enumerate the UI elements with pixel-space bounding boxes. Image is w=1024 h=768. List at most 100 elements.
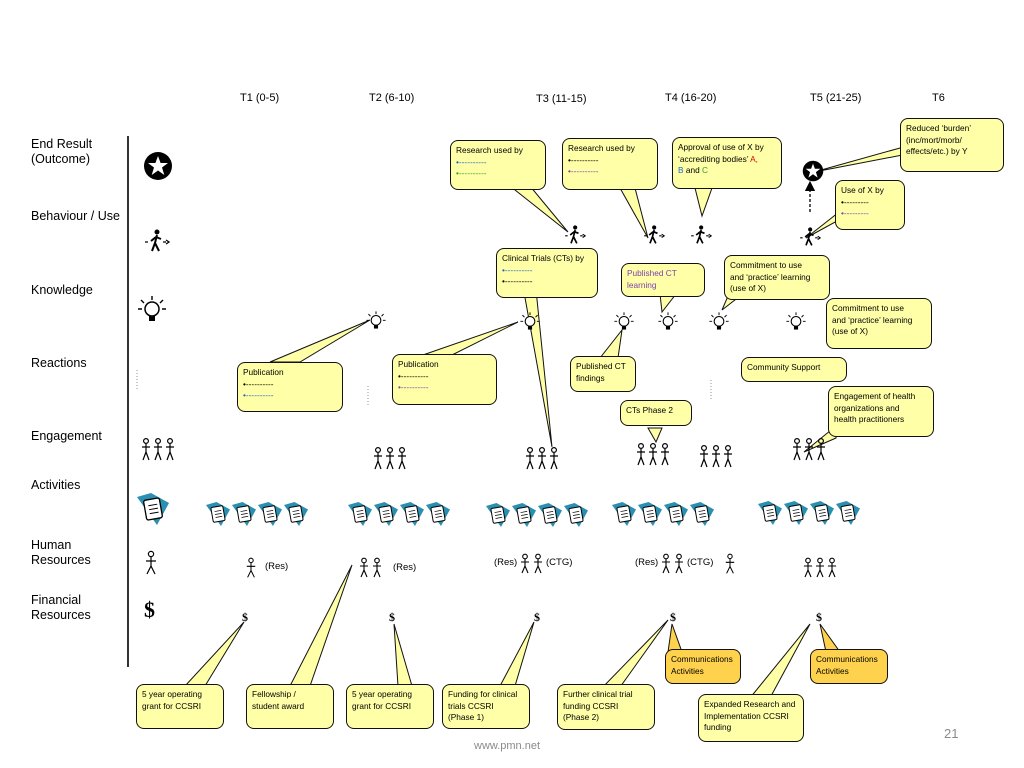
human-label-t4-res: (Res) (635, 557, 659, 568)
callout-published-ct-findings: Published CT findings (570, 356, 636, 392)
callout-bullet: •--------- (841, 208, 869, 218)
callout-cts-phase2: CTs Phase 2 (620, 400, 692, 426)
lightbulb-icon (519, 311, 541, 333)
person-icon (724, 553, 736, 575)
clipboard-icon (638, 502, 662, 526)
footer-url: www.pmn.net (474, 740, 541, 752)
callout-bullet: •---------- (398, 370, 429, 381)
walking-person-icon (144, 229, 172, 253)
callout-bullet: •--------- (841, 196, 869, 207)
human-label-t4-ctg: (CTG) (687, 557, 714, 568)
row-label-activities: Activities (31, 478, 81, 492)
callout-bullet: •---------- (243, 390, 274, 400)
clipboard-icon (758, 501, 782, 525)
star-badge-icon (143, 151, 173, 181)
callout-research-used-1: Research used by •---------- •---------- (450, 140, 546, 190)
people-group-icon (141, 437, 175, 463)
callout-title: Research used by (568, 143, 635, 153)
people-pair-icon (519, 553, 545, 575)
walking-person-icon (690, 225, 714, 245)
callout-reduced-burden: Reduced ‘burden’ (inc/mort/morb/ effects… (900, 118, 1004, 172)
clipboard-icon (258, 502, 282, 526)
callout-engagement-health: Engagement of health organizations and h… (828, 386, 934, 437)
body-b: B (678, 165, 684, 175)
period-t6: T6 (932, 92, 945, 104)
callout-use-of-x: Use of X by •--------- •--------- (835, 180, 905, 230)
callout-title: Publication (398, 359, 439, 369)
page-number: 21 (944, 726, 959, 741)
people-group-icon (525, 446, 559, 472)
human-label-t1-res: (Res) (265, 561, 289, 572)
callout-clinical-trials: Clinical Trials (CTs) by •---------- •--… (496, 248, 598, 298)
body-a: A (750, 153, 756, 164)
callout-line: B and C (678, 165, 776, 177)
person-icon (144, 550, 158, 576)
callout-further-ct: Further clinical trial funding CCSRI (Ph… (557, 684, 655, 730)
period-t5: T5 (21-25) (810, 92, 862, 104)
clipboard-icon (564, 503, 588, 527)
lightbulb-icon (657, 311, 679, 333)
callout-grant-2: 5 year operating grant for CCSRI (346, 684, 434, 729)
row-label-knowledge: Knowledge (31, 283, 93, 297)
people-group-icon (802, 557, 838, 579)
callout-community-support: Community Support (741, 357, 847, 382)
callout-bullet: •---------- (568, 166, 599, 176)
clipboard-icon (612, 502, 636, 526)
human-label-t3-res: (Res) (494, 557, 518, 568)
people-group-icon (699, 444, 733, 470)
walking-person-icon (799, 227, 823, 247)
people-group-icon (373, 446, 407, 472)
people-pair-icon (660, 553, 686, 575)
callout-bullet: •---------- (502, 276, 533, 286)
callout-communications-2: Communications Activities (810, 649, 888, 684)
clipboard-icon (374, 502, 398, 526)
callout-bullet: •---------- (568, 154, 599, 165)
row-label-end-result: End Result (Outcome) (31, 137, 93, 166)
dollar-icon: $ (670, 610, 676, 624)
clipboard-icon (426, 502, 450, 526)
callout-bullet: •---------- (398, 382, 429, 392)
clipboard-icon (538, 503, 562, 527)
callout-commitment-1: Commitment to use and ‘practice’ learnin… (724, 255, 830, 300)
row-label-reactions: Reactions (31, 356, 87, 370)
callout-research-used-2: Research used by •---------- •---------- (562, 138, 658, 190)
callout-funding-ct: Funding for clinical trials CCSRI (Phase… (442, 684, 530, 729)
clipboard-icon (836, 501, 860, 525)
period-t1: T1 (0-5) (240, 92, 280, 104)
callout-bullet: •---------- (456, 168, 487, 178)
clipboard-icon (690, 502, 714, 526)
clipboard-icon (232, 502, 256, 526)
callout-published-ct-learning: Published CT learning (621, 263, 705, 297)
lightbulb-icon (708, 311, 730, 333)
callout-expanded: Expanded Research and Implementation CCS… (698, 694, 804, 742)
clipboard-icon (284, 502, 308, 526)
lightbulb-icon (785, 311, 807, 333)
period-t2: T2 (6-10) (369, 92, 415, 104)
dollar-icon: $ (534, 610, 540, 624)
callout-fellowship: Fellowship / student award (246, 684, 334, 729)
clipboard-icon (348, 502, 372, 526)
clipboard-icon (206, 502, 230, 526)
callout-publication-2: Publication •---------- •---------- (392, 354, 497, 405)
row-label-human-resources: Human Resources (31, 538, 91, 567)
dollar-icon: $ (144, 597, 155, 622)
dollar-icon: $ (242, 610, 248, 624)
callout-publication-1: Publication •---------- •---------- (237, 362, 343, 412)
person-icon (245, 557, 257, 579)
clipboard-icon (486, 503, 510, 527)
callout-bullet: •---------- (243, 378, 274, 389)
callout-title: Use of X by (841, 185, 884, 195)
callout-title: Research used by (456, 145, 523, 155)
callout-grant-1: 5 year operating grant for CCSRI (136, 684, 224, 729)
human-label-t2-res: (Res) (393, 562, 417, 573)
callout-title: Publication (243, 367, 284, 377)
clipboard-icon (512, 503, 536, 527)
clipboard-icon (664, 502, 688, 526)
walking-person-icon (564, 225, 588, 245)
callout-title: Clinical Trials (CTs) by (502, 253, 585, 263)
people-group-icon (792, 437, 826, 463)
people-group-icon (636, 442, 670, 468)
callout-bullet: •---------- (502, 264, 533, 275)
row-label-behaviour: Behaviour / Use (31, 209, 120, 223)
period-t3: T3 (11-15) (536, 93, 587, 105)
